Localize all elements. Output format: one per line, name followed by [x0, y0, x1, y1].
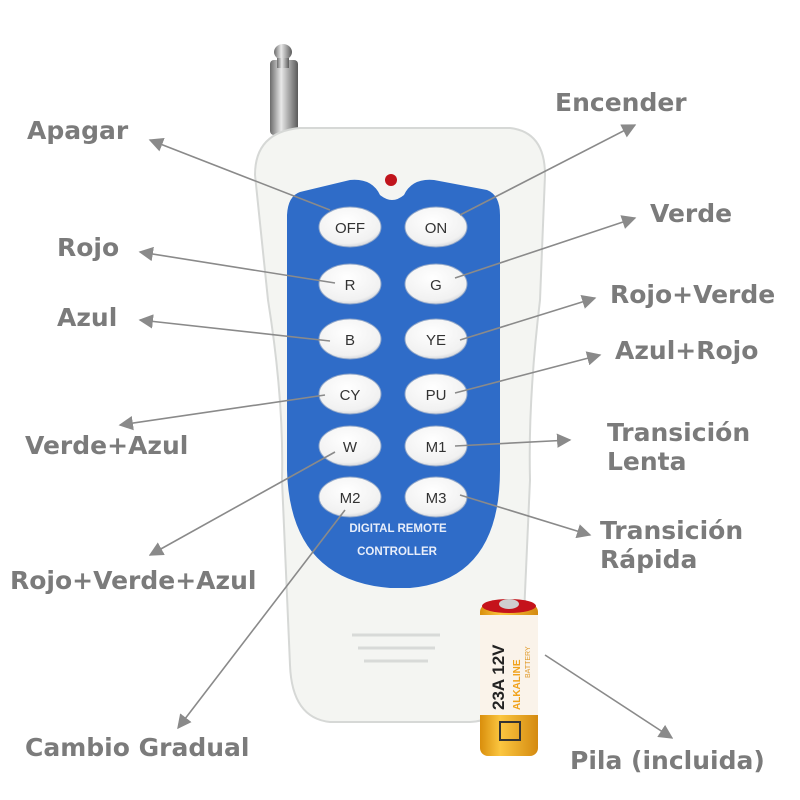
label-transicion-rapida: Transición Rápida	[600, 516, 743, 574]
button-on[interactable]: ON	[404, 206, 468, 248]
button-m3[interactable]: M3	[404, 476, 468, 518]
button-g[interactable]: G	[404, 263, 468, 305]
button-label: M2	[340, 490, 361, 507]
label-verde: Verde	[650, 199, 733, 228]
button-m1[interactable]: M1	[404, 425, 468, 467]
label-line: Rápida	[600, 545, 698, 574]
battery-model: 23A 12V	[489, 644, 508, 710]
callout-arrow	[148, 451, 336, 556]
callout-arrow	[459, 294, 597, 341]
button-m2[interactable]: M2	[318, 476, 382, 518]
antenna	[270, 44, 298, 135]
button-label: ON	[425, 220, 448, 237]
callout-arrow	[138, 246, 336, 284]
battery-sub: BATTERY	[525, 646, 532, 678]
label-line: Transición	[600, 516, 744, 545]
speaker-grill	[352, 633, 440, 663]
callout-arrow	[177, 509, 346, 730]
label-verde-azul: Verde+Azul	[25, 431, 189, 460]
button-label: M1	[426, 439, 447, 456]
button-r[interactable]: R	[318, 263, 382, 305]
button-pu[interactable]: PU	[404, 373, 468, 415]
button-b[interactable]: B	[318, 318, 382, 360]
battery-logo	[499, 721, 521, 741]
callout-arrow	[544, 654, 674, 739]
button-label: R	[345, 277, 356, 294]
label-line: Transición	[607, 418, 751, 447]
panel-text-line2: CONTROLLER	[357, 546, 438, 558]
label-encender: Encender	[555, 88, 687, 117]
button-label: PU	[426, 387, 447, 404]
battery-type: ALKALINE	[512, 659, 523, 710]
callout-arrow	[459, 494, 592, 539]
label-azul-rojo: Azul+Rojo	[615, 336, 759, 365]
button-label: B	[345, 332, 355, 349]
button-w[interactable]: W	[318, 425, 382, 467]
label-azul: Azul	[57, 303, 118, 332]
button-label: G	[430, 277, 442, 294]
callout-arrow	[118, 394, 326, 431]
callout-arrow	[138, 314, 331, 342]
callout-arrow	[454, 351, 602, 394]
callout-arrow	[454, 433, 572, 448]
button-label: M3	[426, 490, 447, 507]
label-rojo: Rojo	[57, 233, 120, 262]
label-rojo-verde: Rojo+Verde	[610, 280, 776, 309]
battery: 23A 12V ALKALINE BATTERY	[480, 599, 538, 756]
label-cambio-gradual: Cambio Gradual	[25, 733, 250, 762]
button-ye[interactable]: YE	[404, 318, 468, 360]
panel-text-line1: DIGITAL REMOTE	[349, 523, 447, 535]
button-label: OFF	[335, 220, 365, 237]
label-rojo-verde-azul: Rojo+Verde+Azul	[10, 566, 257, 595]
button-label: YE	[426, 332, 446, 349]
led-indicator	[385, 174, 397, 186]
button-label: W	[343, 439, 358, 456]
callout-arrow	[454, 215, 637, 279]
button-label: CY	[340, 387, 361, 404]
button-off[interactable]: OFF	[318, 206, 382, 248]
label-pila: Pila (incluida)	[570, 746, 765, 775]
label-transicion-lenta: Transición Lenta	[607, 418, 750, 476]
callout-arrow	[148, 137, 331, 211]
button-cy[interactable]: CY	[318, 373, 382, 415]
label-apagar: Apagar	[27, 116, 129, 145]
label-line: Lenta	[607, 447, 687, 476]
callout-arrow	[459, 124, 637, 216]
